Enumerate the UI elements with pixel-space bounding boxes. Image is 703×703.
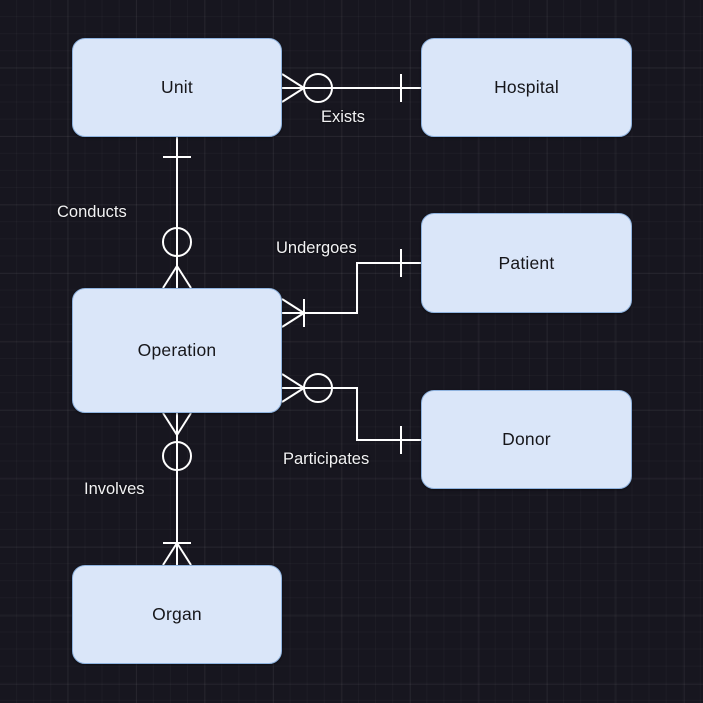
entity-operation[interactable]: Operation: [72, 288, 282, 413]
relationship-label-exists: Exists: [321, 108, 366, 126]
entity-label: Patient: [498, 252, 555, 273]
entity-label: Unit: [161, 77, 193, 97]
entity-organ[interactable]: Organ: [72, 565, 282, 664]
entity-label: Donor: [502, 429, 551, 449]
connector-involves[interactable]: [162, 412, 192, 566]
entity-donor[interactable]: Donor: [421, 390, 632, 489]
entity-label: Hospital: [494, 77, 559, 97]
entity-hospital[interactable]: Hospital: [421, 38, 632, 137]
connector-conducts[interactable]: [162, 137, 192, 289]
connector-participates[interactable]: [281, 373, 421, 454]
relationship-label-undergoes: Undergoes: [276, 239, 357, 257]
connector-undergoes[interactable]: [281, 249, 421, 328]
entity-label: Organ: [152, 604, 202, 624]
relationship-label-conducts: Conducts: [57, 203, 127, 221]
entity-label: Operation: [137, 340, 217, 360]
entity-unit[interactable]: Unit: [72, 38, 282, 137]
relationship-label-involves: Involves: [84, 480, 145, 498]
relationship-label-participates: Participates: [283, 450, 370, 468]
connector-exists[interactable]: [281, 73, 421, 103]
entity-patient[interactable]: Patient: [421, 213, 632, 313]
